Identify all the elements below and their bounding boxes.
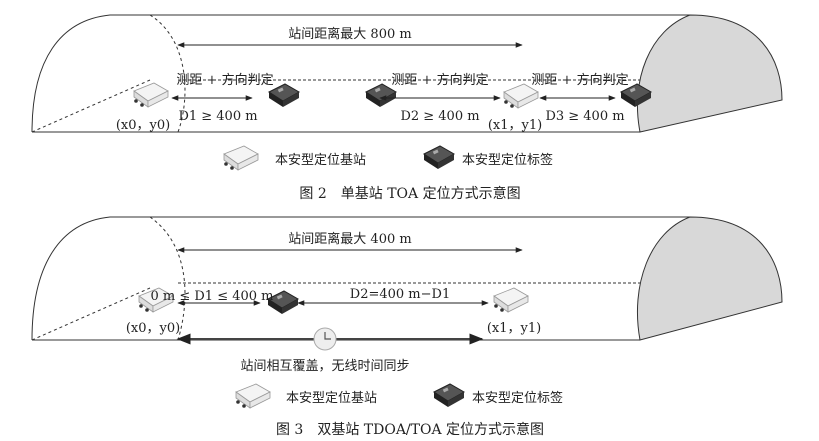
legend-base-station: 本安型定位基站 [275,153,366,168]
legend-tag: 本安型定位标签 [472,390,563,406]
figure-caption: 图 3 双基站 TDOA/TOA 定位方式示意图 [276,421,544,438]
figure-caption: 图 2 单基站 TOA 定位方式示意图 [299,185,520,202]
tunnel [31,14,783,133]
station-coord: (x1，y1) [487,321,541,336]
ranging-label: 测距 + 方向判定 [531,72,628,88]
tag-icon [423,145,455,170]
sync-label: 站间相互覆盖，无线时间同步 [240,359,409,374]
station-coord: (x1，y1) [488,118,542,133]
legend-base-station: 本安型定位基站 [286,391,377,406]
d1-label: 0 m ≤ D1 ≤ 400 m [150,289,273,304]
ranging-label: 测距 + 方向判定 [176,72,273,88]
legend: 本安型定位基站 本安型定位标签 [223,145,553,171]
station-coord: (x0，y0) [116,118,170,133]
base-station-icon [493,287,529,313]
figure-2: 站间距离最大 800 m 测距 + 方向判定 测距 + 方向判定 测距 + 方向… [31,14,783,202]
base-station-icon [235,383,271,409]
tag-icon [433,383,465,408]
station-coord: (x0，y0) [126,321,180,336]
legend: 本安型定位基站 本安型定位标签 [235,383,563,409]
max-distance-label: 站间距离最大 400 m [288,231,411,247]
d2-label: D2=400 m−D1 [350,287,450,302]
figure-3: 站间距离最大 400 m 0 m ≤ D1 ≤ 400 m D2=400 m−D… [31,216,783,438]
distance-label: D2 ≥ 400 m [400,109,479,124]
ranging-label: 测距 + 方向判定 [391,72,488,88]
distance-label: D1 ≥ 400 m [178,109,257,124]
distance-label: D3 ≥ 400 m [545,109,624,124]
base-station-icon [133,82,169,108]
max-distance-label: 站间距离最大 800 m [288,26,411,42]
clock-icon [313,327,337,351]
tunnel [31,216,783,341]
legend-tag: 本安型定位标签 [462,152,553,168]
base-station-icon [223,145,259,171]
